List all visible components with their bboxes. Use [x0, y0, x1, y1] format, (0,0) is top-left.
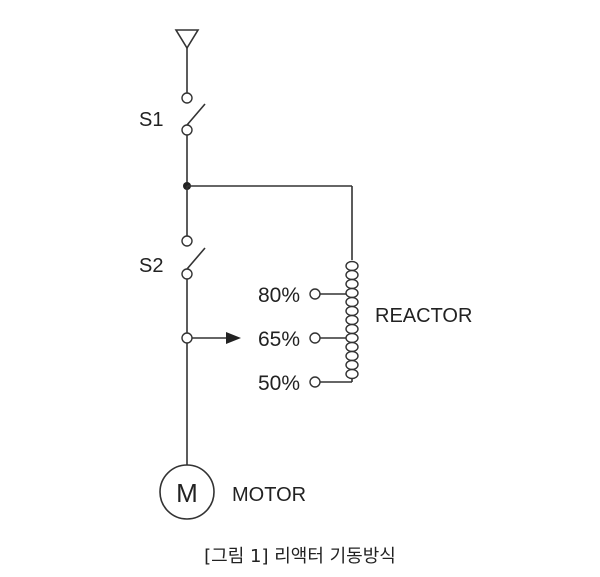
tap-node — [181, 332, 193, 344]
s2-terminal-top — [181, 235, 193, 247]
motor-circle-icon — [159, 464, 215, 520]
s1-blade — [186, 103, 206, 126]
arrow-right-icon — [226, 332, 241, 344]
s1-terminal-top — [181, 92, 193, 104]
tap-65-label: 65% — [258, 328, 300, 351]
s2-blade — [186, 247, 206, 270]
tap-80-label: 80% — [258, 284, 300, 307]
reactor-label: REACTOR — [375, 305, 472, 327]
supply-triangle-icon — [174, 29, 200, 50]
s2-label: S2 — [139, 255, 163, 277]
s2-terminal-bottom — [181, 268, 193, 280]
s1-terminal-bottom — [181, 124, 193, 136]
motor-label: MOTOR — [232, 484, 306, 506]
tap-50-terminal — [309, 376, 321, 388]
figure-caption: [그림 1] 리액터 기동방식 — [204, 546, 396, 567]
reactor-coil — [345, 260, 359, 380]
motor-symbol: M — [176, 478, 198, 508]
tap-80-terminal — [309, 288, 321, 300]
tap-50-label: 50% — [258, 372, 300, 395]
tap-65-terminal — [309, 332, 321, 344]
s1-label: S1 — [139, 109, 163, 131]
